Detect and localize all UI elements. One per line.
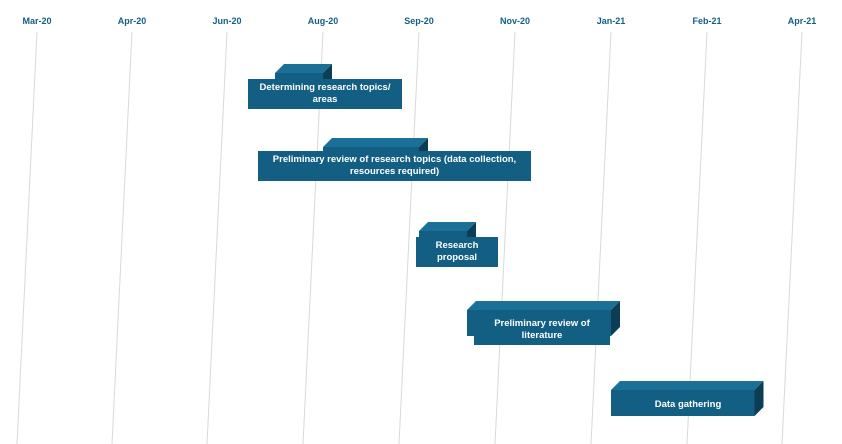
x-tick-label: Mar-20 [22, 16, 51, 26]
gridline [494, 31, 516, 444]
gridline [206, 31, 228, 444]
task-bars [275, 64, 764, 416]
task-label: Research proposal [416, 237, 498, 267]
x-tick-label: Apr-21 [788, 16, 817, 26]
gridline [590, 31, 612, 444]
task-label: Data gathering [642, 396, 734, 414]
task-bar-top-face [467, 301, 620, 310]
task-bar-side-face [754, 381, 764, 416]
task-bar-top-face [275, 64, 332, 73]
x-tick-label: Nov-20 [500, 16, 530, 26]
task-bar-top-face [419, 222, 476, 231]
task-bar-side-face [611, 301, 620, 336]
x-tick-label: Sep-20 [404, 16, 434, 26]
x-tick-label: Aug-20 [308, 16, 339, 26]
task-bar-top-face [611, 381, 764, 390]
x-tick-label: Jan-21 [597, 16, 626, 26]
task-label: Determining research topics/ areas [248, 79, 402, 109]
gridline [16, 31, 38, 444]
gridline [111, 31, 133, 444]
task-bar-top-face [323, 138, 428, 147]
gridline [398, 31, 420, 444]
x-tick-label: Jun-20 [212, 16, 241, 26]
gridline [781, 31, 803, 444]
x-tick-label: Apr-20 [118, 16, 147, 26]
x-tick-label: Feb-21 [692, 16, 721, 26]
task-label: Preliminary review of research topics (d… [258, 151, 531, 181]
task-label: Preliminary review of literature [474, 315, 610, 345]
gridline [686, 31, 708, 444]
x-axis-tick-labels: Mar-20 Apr-20 Jun-20 Aug-20 Sep-20 Nov-20 Jan-… [22, 16, 816, 26]
